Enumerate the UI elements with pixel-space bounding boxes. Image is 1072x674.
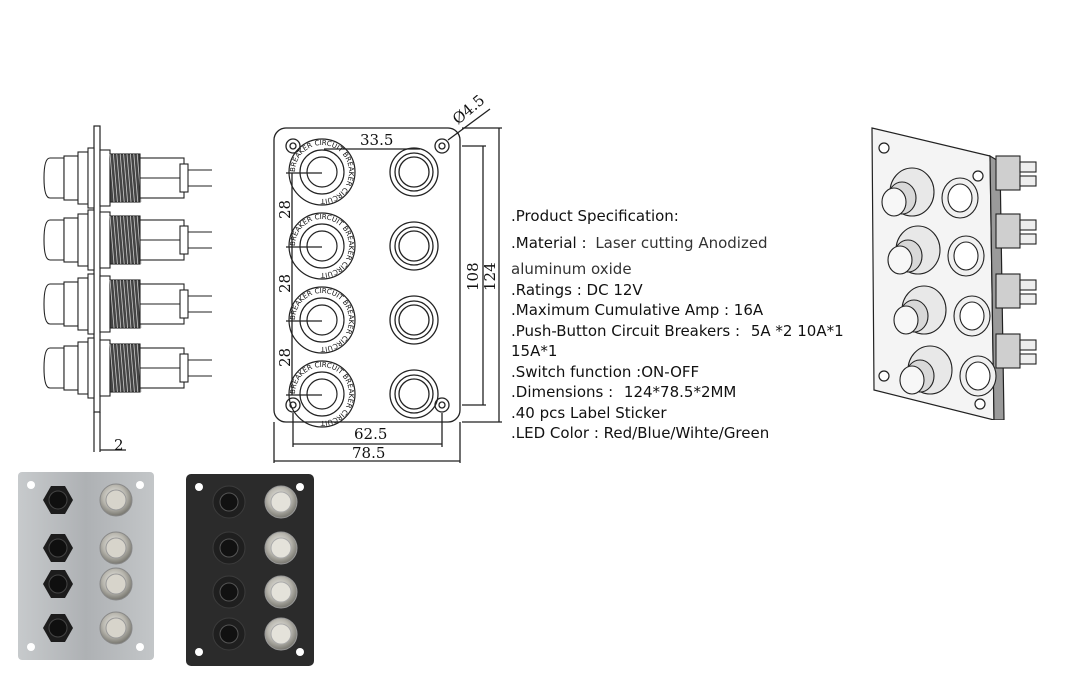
dim-height-outer: 124 [481,262,499,291]
dim-spacing-top: 33.5 [360,131,393,149]
side-breaker-1 [43,147,212,209]
product-specification: .Product Specification: .Material : Lase… [511,206,856,444]
iso-breaker-1 [881,155,1037,219]
iso-breaker-2 [887,213,1037,277]
iso-breaker-3 [893,273,1037,337]
mount-hole [136,643,144,651]
spec-heading: .Product Specification: [511,207,679,225]
spec-led-color: .LED Color : Red/Blue/Wihte/Green [511,424,770,442]
dim-width-outer: 78.5 [352,444,385,462]
mount-hole [296,483,304,491]
mount-hole [27,643,35,651]
dim-pitch-3: 28 [276,348,294,367]
spec-label-sticker: .40 pcs Label Sticker [511,403,667,422]
silver-switch-3 [99,567,133,601]
spec-breakers-value: 5A *2 10A*1 [750,321,844,340]
side-breaker-3 [43,273,212,335]
spec-breakers: .Push-Button Circuit Breakers : 5A *2 10… [511,321,856,342]
black-breaker-3 [212,575,246,609]
black-breaker-4 [212,617,246,651]
spec-breakers-cont: 15A*1 [511,342,558,360]
black-switch-3 [264,575,298,609]
mount-hole [195,483,203,491]
mount-hole [195,648,203,656]
spec-material-label: .Material : [511,233,587,252]
front-switch-1 [389,147,439,197]
spec-max-amp: .Maximum Cumulative Amp : 16A [511,301,764,319]
dim-pitch-2: 28 [276,274,294,293]
spec-dimensions-label: .Dimensions : [511,383,614,401]
mount-hole [27,481,35,489]
side-view-drawing [43,125,212,452]
silver-switch-2 [99,531,133,565]
black-breaker-1 [212,485,246,519]
isometric-breakers [881,155,1037,397]
side-breaker-2 [43,209,212,271]
spec-dimensions-value: 124*78.5*2MM [623,383,737,401]
side-breaker-4 [43,337,212,399]
silver-breaker-1 [43,486,73,514]
mount-hole [296,648,304,656]
dim-width-inner: 62.5 [354,425,387,443]
silver-switch-4 [99,611,133,645]
spec-switch-function: .Switch function :ON-OFF [511,362,700,381]
dim-hole-diameter: Ø4.5 [449,95,488,128]
silver-breaker-4 [43,614,73,642]
spec-dimensions: .Dimensions : 124*78.5*2MM [511,382,856,403]
silver-switch-1 [99,483,133,517]
photo-silver-panel [18,472,154,660]
black-breaker-2 [212,531,246,565]
spec-material-cont: aluminum oxide [511,260,632,278]
photo-black-panel [186,474,314,666]
silver-breaker-2 [43,534,73,562]
spec-breakers-label: .Push-Button Circuit Breakers : [511,321,741,340]
black-switch-2 [264,531,298,565]
isometric-panel-view [871,127,1037,420]
iso-breaker-4 [899,333,1037,397]
front-switch-3 [389,295,439,345]
spec-material-value: Laser cutting Anodized [595,233,768,252]
dim-height-inner: 108 [464,262,482,291]
side-view-breakers [43,147,212,399]
black-switch-1 [264,485,298,519]
front-switch-4 [389,369,439,419]
thickness-dimension: 2 [114,436,124,454]
dim-pitch-1: 28 [276,200,294,219]
silver-breaker-3 [43,570,73,598]
spec-ratings: .Ratings : DC 12V [511,280,643,299]
mount-hole [136,481,144,489]
spec-material: .Material : Laser cutting Anodized [511,233,856,254]
black-switch-4 [264,617,298,651]
front-switch-2 [389,221,439,271]
